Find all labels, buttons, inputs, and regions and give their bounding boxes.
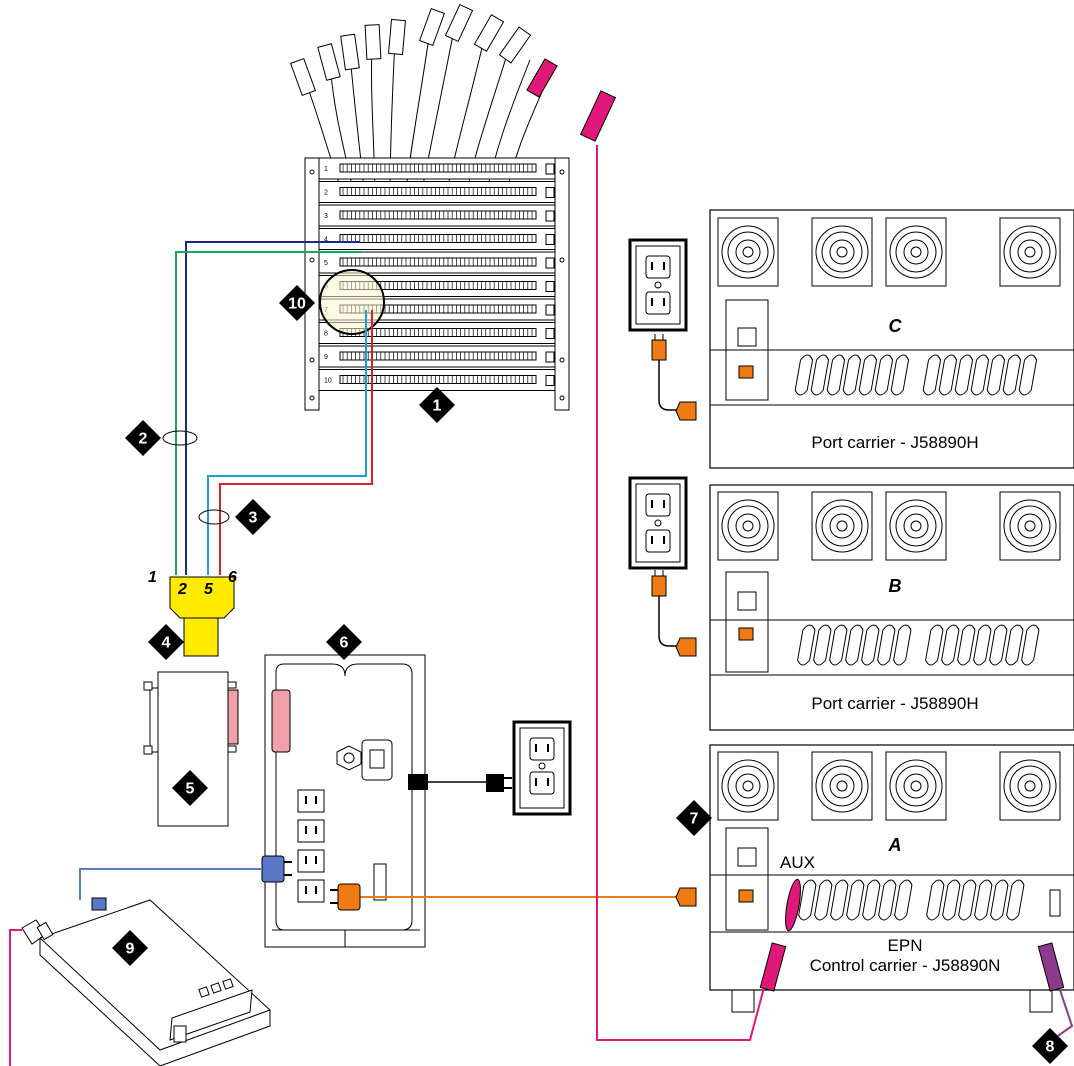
- carrier-a-label-2: Control carrier - J58890N: [810, 956, 1001, 975]
- pin-6-label: 6: [228, 569, 237, 586]
- callout-number: 2: [139, 431, 148, 448]
- callout-number: 3: [249, 510, 258, 527]
- wall-outlet-c: [630, 240, 686, 330]
- wall-outlet-pdu: [514, 722, 570, 814]
- wire-pair-3-loop: [199, 510, 229, 524]
- mdf-row-number: 9: [324, 354, 328, 361]
- mdf-row-number: 3: [324, 213, 328, 220]
- mdf-row: 4: [319, 229, 555, 250]
- callout-1: 1: [419, 387, 455, 423]
- carrier-c: C Port carrier - J58890H: [710, 210, 1074, 468]
- pdu-plug: [408, 774, 428, 790]
- mdf-row-number: 8: [324, 331, 328, 338]
- carrier-a-letter: A: [888, 835, 902, 855]
- carrier-a-label-1: EPN: [888, 936, 923, 955]
- callout-3: 3: [235, 499, 271, 535]
- magenta-connector-top: [581, 91, 616, 141]
- callout-7: 7: [676, 800, 712, 836]
- callout-number: 4: [162, 635, 171, 652]
- mdf-row-number: 1: [324, 166, 328, 173]
- callout-number: 5: [186, 781, 195, 798]
- callout-2: 2: [125, 420, 161, 456]
- callout-number: 10: [288, 296, 306, 313]
- callout-number: 7: [690, 811, 699, 828]
- aux-label: AUX: [780, 853, 815, 872]
- mdf-row: 2: [319, 182, 555, 203]
- power-cord-b: [652, 570, 696, 656]
- mdf-row-number: 5: [324, 260, 328, 267]
- callout-number: 6: [340, 635, 349, 652]
- pin-2-label: 2: [177, 581, 187, 598]
- mdf-row-number: 10: [324, 378, 332, 385]
- mdf-row: 3: [319, 205, 555, 226]
- mdf-row-number: 2: [324, 190, 328, 197]
- callout-number: 1: [433, 398, 442, 415]
- callout-number: 8: [1046, 1039, 1055, 1056]
- wall-outlet-b: [630, 478, 686, 568]
- callout-4: 4: [148, 624, 184, 660]
- callout-number: 9: [126, 941, 135, 958]
- carrier-b-label: Port carrier - J58890H: [811, 694, 978, 713]
- pin-1-label: 1: [148, 569, 157, 586]
- orange-cord-a-plug: [676, 888, 696, 906]
- mdf-row: 1: [319, 158, 555, 179]
- connection-highlight-circle: [320, 270, 384, 334]
- carrier-c-letter: C: [889, 316, 903, 336]
- wire-pair-2-loop: [163, 431, 197, 445]
- carrier-b: B Port carrier - J58890H: [710, 485, 1074, 730]
- orange-plug-pdu: [338, 884, 360, 910]
- power-cord-c: [652, 334, 696, 420]
- wall-plug: [486, 774, 504, 792]
- mdf-row: 9: [319, 346, 555, 367]
- purple-lead: [1052, 990, 1072, 1040]
- modem: [40, 900, 270, 1066]
- carrier-c-label: Port carrier - J58890H: [811, 433, 978, 452]
- blue-plug: [262, 856, 284, 882]
- blue-cord-jack: [92, 898, 106, 910]
- pin-5-label: 5: [204, 581, 214, 598]
- magenta-lead-left: [10, 930, 22, 1066]
- carrier-b-letter: B: [889, 576, 902, 596]
- blue-cord: [80, 869, 262, 900]
